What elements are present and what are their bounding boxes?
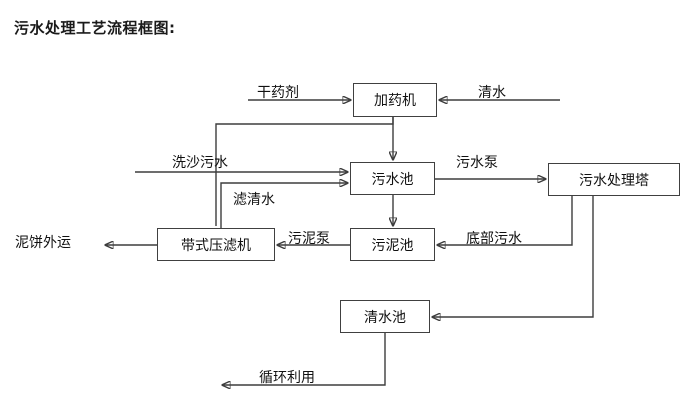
edge-label-filtered-water: 滤清水 — [233, 192, 275, 208]
wire-tower-to-clear-water-pool — [432, 196, 594, 317]
node-treatment-tower[interactable]: 污水处理塔 — [548, 163, 680, 196]
edge-label-sewage-pump: 污水泵 — [456, 155, 498, 171]
page-title: 污水处理工艺流程框图: — [14, 19, 176, 37]
node-sewage-pool[interactable]: 污水池 — [350, 162, 435, 195]
node-belt-filter-press[interactable]: 带式压滤机 — [157, 228, 275, 261]
node-dosing-machine[interactable]: 加药机 — [353, 83, 437, 117]
edge-label-bottom-sewage: 底部污水 — [466, 231, 522, 247]
edge-label-recycle-reuse: 循环利用 — [259, 370, 315, 386]
terminal-label-mud-cake-out: 泥饼外运 — [15, 235, 71, 251]
edge-label-sludge-pump: 污泥泵 — [288, 231, 330, 247]
node-sludge-pool[interactable]: 污泥池 — [350, 228, 435, 261]
edge-label-clean-water: 清水 — [478, 85, 506, 101]
edge-label-dry-chemical: 干药剂 — [257, 85, 299, 101]
node-clear-water-pool[interactable]: 清水池 — [340, 300, 430, 333]
edge-label-sand-wash-sewage: 洗沙污水 — [172, 155, 228, 171]
